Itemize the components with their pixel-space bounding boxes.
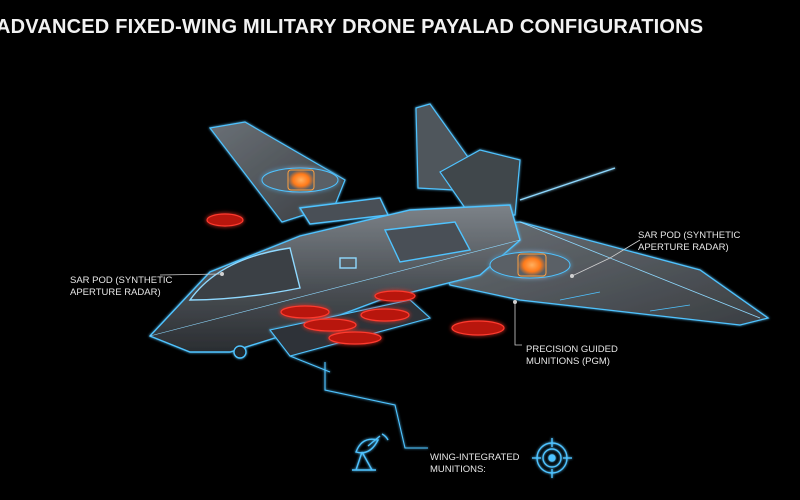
label-line: PRECISION GUIDED — [526, 344, 618, 355]
munitions-icon — [206, 213, 505, 345]
satellite-dish-icon — [352, 433, 389, 471]
sar-pod-right-icon — [489, 251, 571, 279]
sar-pod-left-icon — [261, 167, 339, 193]
label-line: WING-INTEGRATED — [430, 452, 520, 463]
label-line: MUNITIONS (PGM) — [526, 356, 610, 367]
label-line: APERTURE RADAR) — [638, 242, 729, 253]
crosshair-target-icon — [532, 438, 572, 478]
wing-munitions-label: WING-INTEGRATED MUNITIONS: — [430, 452, 520, 476]
fuselage — [148, 197, 521, 359]
pylon-line — [324, 362, 428, 449]
sar-pod-left-label: SAR POD (SYNTHETIC APERTURE RADAR) — [70, 275, 172, 299]
sar-pod-right-label: SAR POD (SYNTHETIC APERTURE RADAR) — [638, 230, 740, 254]
leader-lines — [159, 239, 641, 346]
label-line: SAR POD (SYNTHETIC — [70, 275, 173, 286]
label-line: SAR POD (SYNTHETIC — [638, 230, 741, 241]
tail-fins — [415, 103, 616, 216]
page-title: ADVANCED FIXED-WING MILITARY DRONE PAYAL… — [0, 16, 704, 38]
label-line: MUNITIONS: — [430, 464, 486, 475]
label-line: APERTURE RADAR) — [70, 287, 161, 298]
near-wing — [429, 221, 770, 326]
pgm-label: PRECISION GUIDED MUNITIONS (PGM) — [526, 344, 618, 368]
